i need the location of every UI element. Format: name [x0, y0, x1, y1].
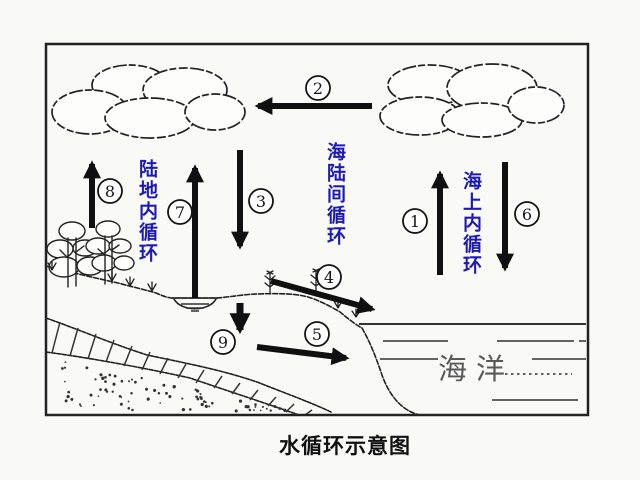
svg-text:3: 3 — [256, 192, 266, 211]
lake — [171, 297, 219, 312]
flow-number-badges: 1 2 3 4 5 6 7 8 9 — [97, 75, 540, 355]
soil-dots — [61, 361, 287, 413]
svg-text:5: 5 — [312, 325, 322, 344]
svg-text:8: 8 — [105, 182, 115, 201]
label-sea-land-cycle: 海陆间循环 — [324, 142, 346, 247]
ocean — [359, 323, 586, 401]
flow-number-8: 8 — [97, 178, 123, 204]
flow-number-5: 5 — [304, 321, 330, 347]
flow-number-4: 4 — [316, 264, 342, 290]
svg-text:6: 6 — [522, 205, 532, 224]
svg-text:4: 4 — [324, 268, 334, 287]
rock-strata — [45, 317, 332, 416]
label-land-internal-cycle: 陆地内循环 — [136, 159, 158, 264]
arrow-4 — [270, 278, 376, 314]
svg-text:2: 2 — [313, 79, 323, 98]
label-sea-internal-cycle: 海上内循环 — [460, 171, 482, 276]
flow-number-6: 6 — [514, 201, 540, 227]
svg-text:7: 7 — [175, 203, 185, 222]
svg-text:9: 9 — [218, 333, 228, 352]
cloud-left-icon — [51, 64, 246, 139]
diagram-frame — [44, 42, 590, 417]
flow-number-7: 7 — [167, 199, 193, 225]
diagram-title: 水循环示意图 — [279, 434, 411, 458]
arrow-5 — [256, 344, 350, 366]
svg-text:1: 1 — [410, 212, 420, 231]
flow-arrows — [83, 97, 514, 366]
land-surface — [45, 265, 421, 416]
flow-number-1: 1 — [402, 208, 428, 234]
flow-number-9: 9 — [210, 329, 236, 355]
label-ocean: 海洋 — [438, 352, 515, 386]
flow-number-2: 2 — [305, 75, 331, 101]
cloud-right-icon — [379, 63, 565, 138]
flow-number-3: 3 — [248, 188, 274, 214]
